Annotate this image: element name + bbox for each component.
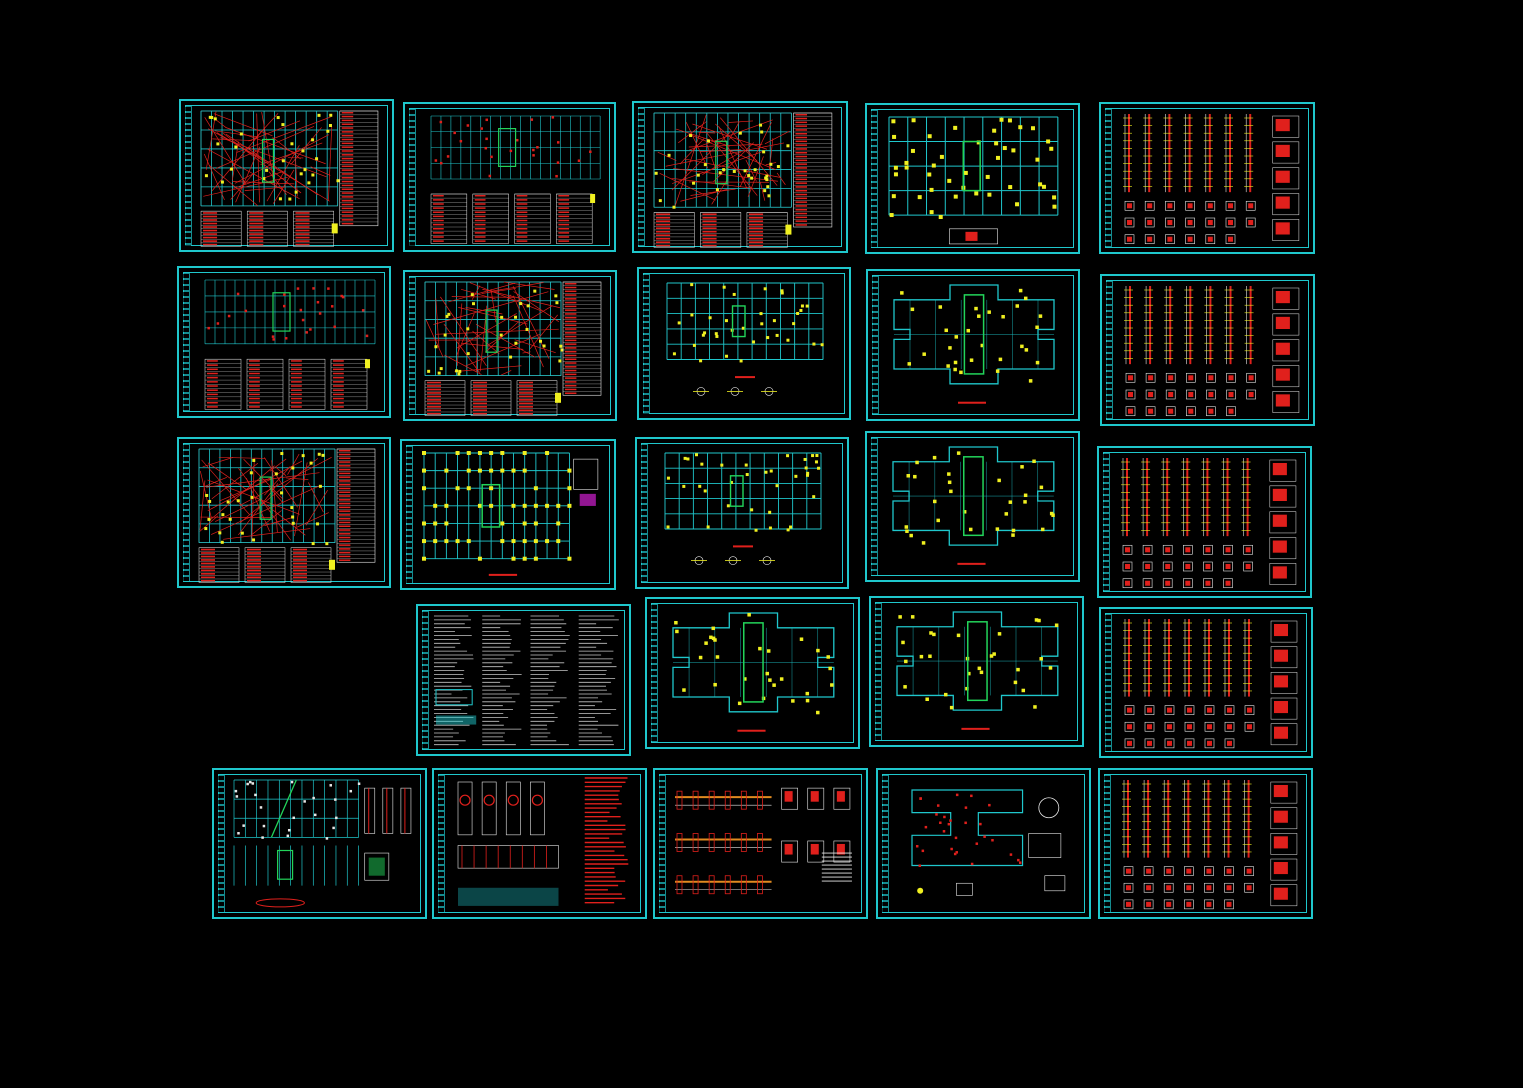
drawing-content (424, 281, 602, 416)
drawing-sheet-s22[interactable] (653, 768, 868, 919)
drawing-content (200, 110, 379, 247)
title-block-strip (422, 610, 429, 750)
drawing-content (1123, 114, 1300, 245)
drawing-sheet-s02[interactable] (403, 102, 616, 252)
drawing-sheet-s21[interactable] (432, 768, 647, 919)
drawing-content (911, 789, 1066, 896)
drawing-sheet-s11[interactable] (177, 437, 391, 588)
drawing-content (434, 615, 619, 746)
title-block-strip (406, 445, 413, 584)
title-block-strip (871, 109, 878, 248)
drawing-content (893, 284, 1055, 404)
drawing-sheet-s13[interactable] (635, 437, 849, 589)
drawing-sheet-s19[interactable] (1099, 607, 1313, 758)
title-block-strip (659, 774, 666, 913)
title-block-strip (651, 603, 658, 743)
drawing-sheet-s23[interactable] (876, 768, 1091, 919)
drawing-content (892, 446, 1055, 565)
drawing-sheet-s12[interactable] (400, 439, 616, 590)
drawing-content (1123, 619, 1298, 749)
drawing-sheet-s16[interactable] (416, 604, 631, 756)
drawing-content (896, 611, 1059, 730)
drawing-content (1124, 286, 1300, 417)
title-block-strip (218, 774, 225, 913)
title-block-strip (638, 107, 645, 247)
drawing-sheet-s10[interactable] (1100, 274, 1315, 426)
drawing-content (233, 779, 412, 908)
title-block-strip (875, 602, 882, 741)
title-block-strip (872, 275, 879, 415)
drawing-content (457, 777, 629, 906)
drawing-sheet-s17[interactable] (645, 597, 860, 749)
title-block-strip (183, 443, 190, 582)
drawing-sheet-s18[interactable] (869, 596, 1084, 747)
drawing-content (888, 116, 1059, 245)
drawing-sheet-s06[interactable] (177, 266, 391, 418)
drawing-sheet-s20[interactable] (212, 768, 427, 919)
drawing-content (1122, 780, 1298, 910)
drawing-sheet-s05[interactable] (1099, 102, 1315, 254)
title-block-strip (641, 443, 648, 583)
title-block-strip (1105, 108, 1112, 248)
drawing-content (422, 451, 599, 576)
title-block-strip (185, 105, 192, 246)
title-block-strip (882, 774, 889, 913)
drawing-content (430, 115, 601, 244)
title-block-strip (1106, 280, 1113, 420)
drawing-sheet-s03[interactable] (632, 101, 848, 253)
title-block-strip (409, 108, 416, 246)
drawing-sheet-s14[interactable] (865, 431, 1080, 582)
drawing-content (666, 282, 824, 396)
title-block-strip (1103, 452, 1110, 592)
title-block-strip (409, 276, 416, 415)
drawing-sheet-s09[interactable] (866, 269, 1080, 421)
drawing-sheet-s24[interactable] (1098, 768, 1313, 919)
drawing-content (653, 112, 833, 248)
drawing-content (204, 279, 376, 410)
drawing-content (675, 787, 852, 895)
title-block-strip (438, 774, 445, 913)
drawing-content (672, 612, 835, 732)
drawing-content (664, 452, 822, 565)
title-block-strip (1105, 613, 1112, 752)
drawing-sheet-s04[interactable] (865, 103, 1080, 254)
title-block-strip (643, 273, 650, 414)
drawing-sheet-s08[interactable] (637, 267, 851, 420)
drawing-sheet-s15[interactable] (1097, 446, 1312, 598)
drawing-content (198, 448, 376, 583)
title-block-strip (183, 272, 190, 412)
title-block-strip (871, 437, 878, 576)
drawing-sheet-s01[interactable] (179, 99, 394, 252)
drawing-sheet-s07[interactable] (403, 270, 617, 421)
drawing-content (1121, 458, 1297, 589)
title-block-strip (1104, 774, 1111, 913)
